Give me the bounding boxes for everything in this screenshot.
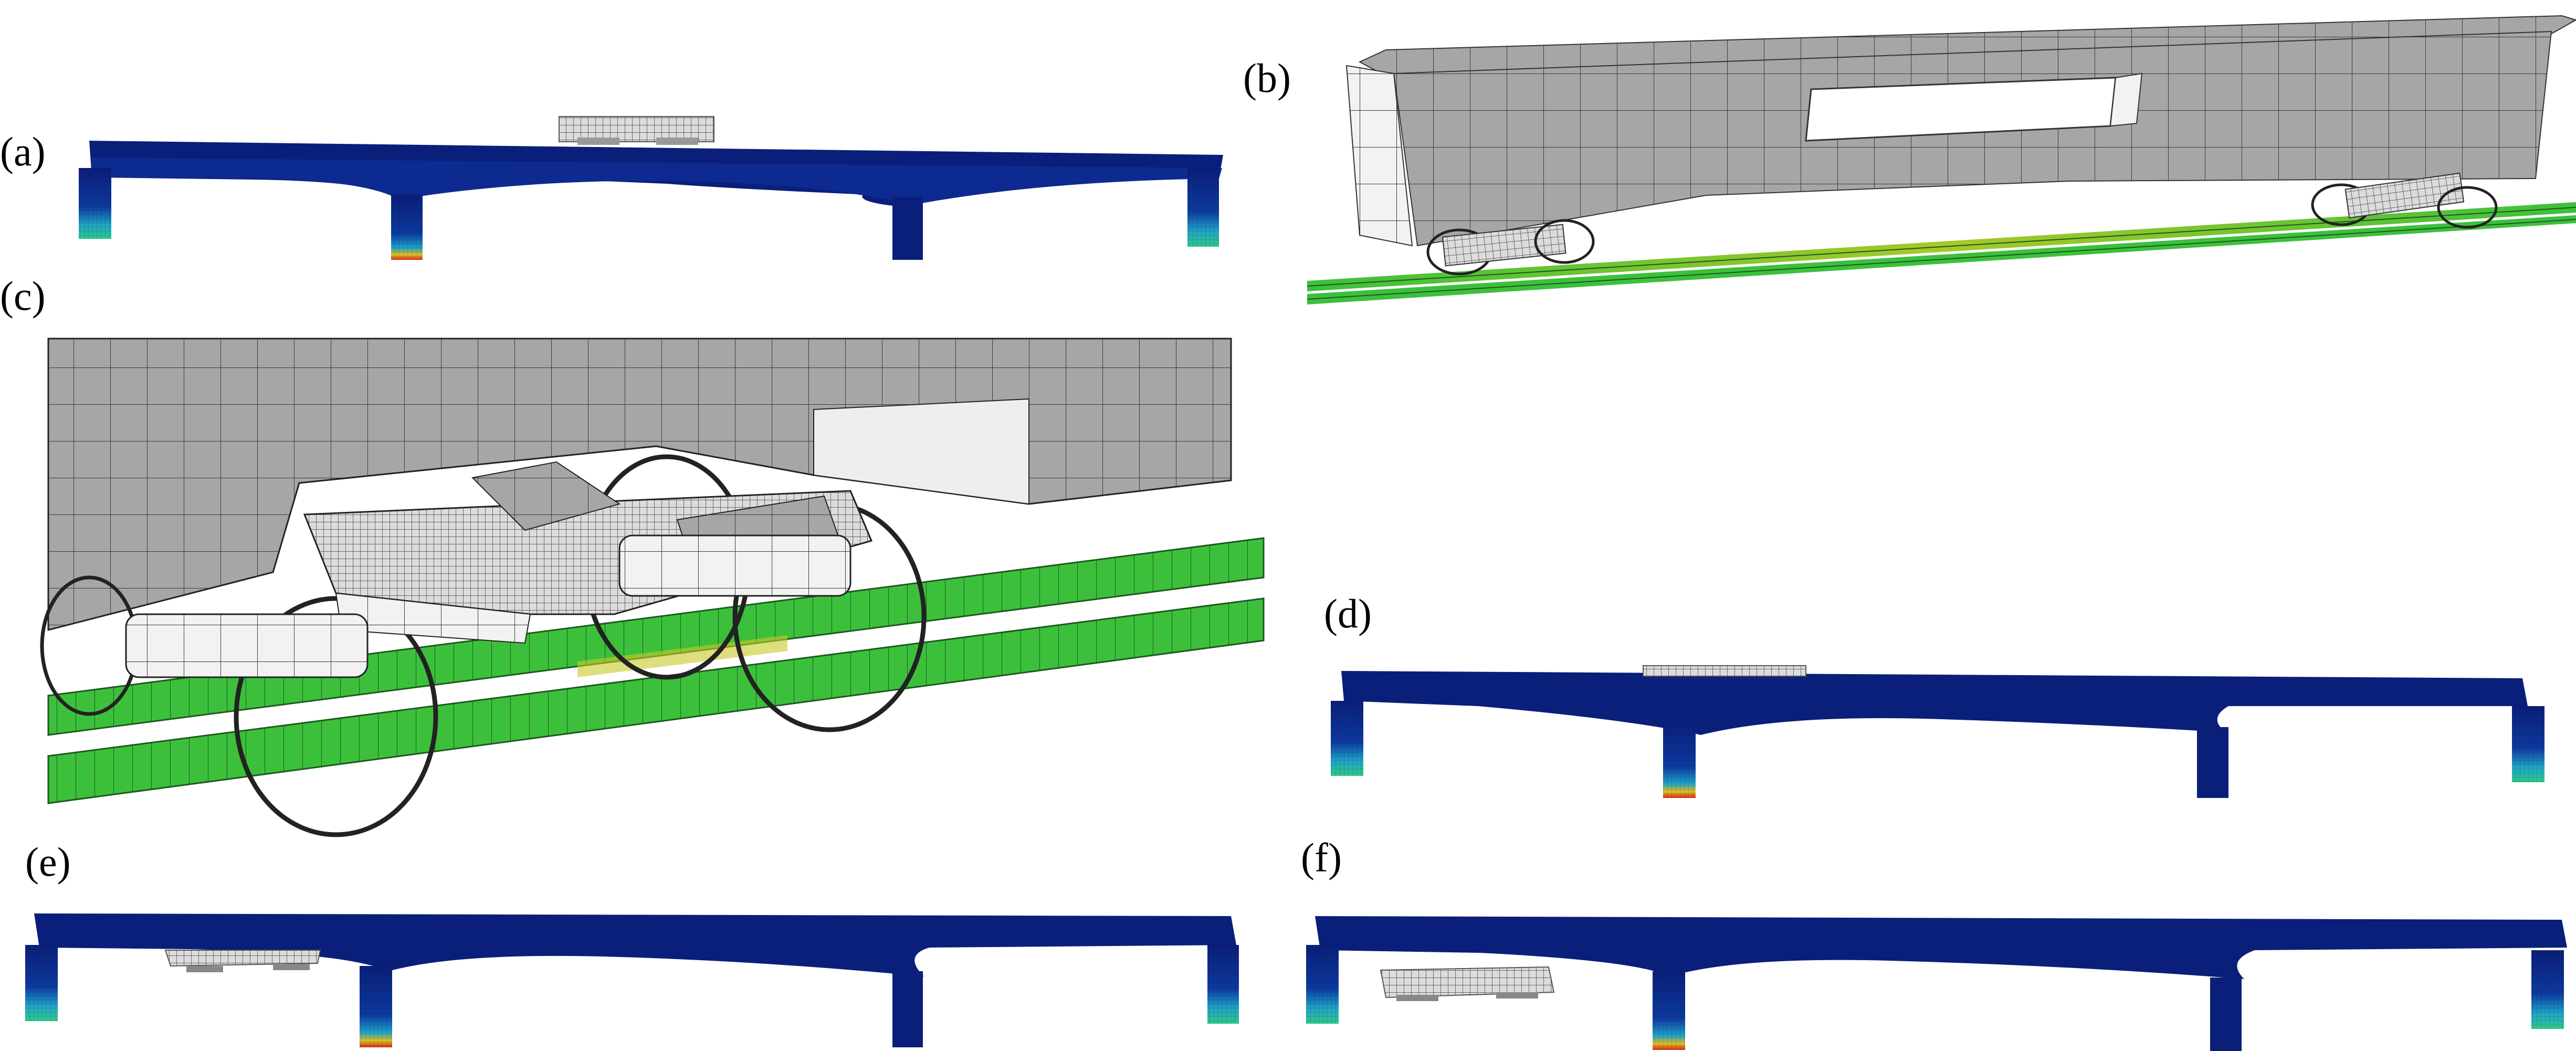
train-car: [1380, 966, 1555, 1001]
rail: [47, 537, 1265, 736]
panel-c-bogie-closeup: [40, 338, 1265, 837]
bridge-deck: [34, 913, 1236, 976]
panel-label-e: (e): [25, 839, 71, 885]
panel-label-b: (b): [1243, 55, 1291, 101]
panel-label-c: (c): [0, 273, 46, 319]
panel-d-bridge: [1331, 665, 2545, 798]
panel-label-f: (f): [1301, 835, 1342, 880]
panel-e-bridge: [25, 913, 1239, 1047]
pier: [892, 197, 923, 260]
bogie-rear: [2311, 172, 2498, 229]
wheel: [234, 596, 438, 837]
pier: [2210, 978, 2242, 1051]
bogie-frame: [125, 461, 873, 678]
panel-a-bridge: [79, 116, 1223, 260]
panel-b-train-car: [1307, 15, 2576, 304]
pier: [2197, 727, 2228, 798]
panel-f-bridge: [1306, 916, 2567, 1051]
panel-label-a: (a): [0, 129, 46, 174]
train-car: [559, 116, 714, 145]
train-car: [1643, 665, 1806, 677]
rail: [47, 597, 1265, 804]
bridge-deck: [1341, 671, 2528, 735]
panel-label-d: (d): [1324, 591, 1372, 636]
bridge-deck: [1315, 916, 2567, 979]
bogie-front: [1426, 219, 1595, 276]
train-car: [164, 950, 321, 972]
pier: [892, 971, 923, 1047]
car-body: [1393, 30, 2552, 247]
